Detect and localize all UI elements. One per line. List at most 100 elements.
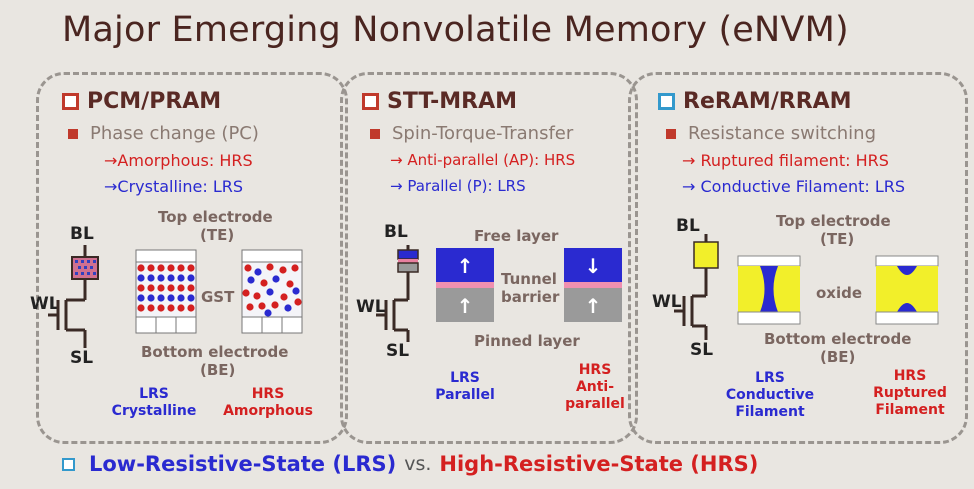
stt-lrs-label: LRS	[450, 370, 480, 386]
bottom-vs: vs.	[404, 453, 432, 475]
amorphous-atom	[244, 264, 252, 272]
stt-subtitle-label: Spin-Torque-Transfer	[392, 123, 574, 144]
crystal-atom	[177, 284, 185, 292]
crystal-atom	[167, 304, 175, 312]
amorphous-atom	[264, 309, 272, 317]
crystal-atom	[167, 294, 175, 302]
reram-lrs-label: LRS	[755, 370, 785, 386]
reram-bottom-abbr: (BE)	[820, 348, 856, 366]
bullet-square-icon	[666, 128, 676, 139]
reram-bottom-electrode: Bottom electrode	[764, 330, 912, 348]
stt-sl: SL	[386, 341, 410, 361]
amorphous-atom	[284, 304, 292, 312]
crystal-atom	[167, 264, 175, 272]
panel-pcm	[36, 72, 348, 444]
crystal-atom	[177, 294, 185, 302]
reram-top-electrode: Top electrode	[776, 212, 891, 230]
reram-line-ruptured: → Ruptured filament: HRS	[682, 151, 889, 170]
crystal-atom	[187, 274, 195, 282]
crystal-atom	[157, 294, 165, 302]
stt-header: STT-MRAM	[362, 89, 517, 114]
crystal-atom	[187, 294, 195, 302]
bottom-lrs: Low-Resistive-State (LRS)	[89, 452, 397, 476]
stt-bl: BL	[384, 222, 408, 242]
crystal-atom	[147, 284, 155, 292]
pcm-bl: BL	[70, 224, 94, 244]
crystal-atom	[187, 264, 195, 272]
slide-title: Major Emerging Nonvolatile Memory (eNVM)	[62, 10, 849, 50]
pcm-line-crystalline: →Crystalline: LRS	[104, 177, 244, 196]
bullet-square-icon	[370, 128, 380, 139]
pcm-wl: WL	[30, 294, 60, 314]
crystal-atom	[187, 284, 195, 292]
checkbox-square-icon	[62, 93, 79, 110]
crystal-atom	[147, 294, 155, 302]
reram-lrs-caption: LRS Conductive Filament	[720, 370, 820, 421]
amorphous-atom	[253, 292, 261, 300]
amorphous-atom	[246, 303, 254, 311]
crystal-atom	[147, 264, 155, 272]
reram-hrs-label: HRS	[893, 368, 927, 384]
amorphous-atom	[247, 276, 255, 284]
crystal-atom	[167, 274, 175, 282]
crystal-atom	[147, 274, 155, 282]
stt-tunnel-1: Tunnel	[501, 270, 557, 288]
reram-lrs-desc-1: Conductive	[725, 387, 815, 403]
svg-text:↑: ↑	[457, 294, 474, 318]
amorphous-atom	[280, 293, 288, 301]
pcm-hrs-label: HRS	[251, 386, 285, 402]
reram-header: ReRAM/RRAM	[658, 89, 852, 114]
bullet-square-icon	[68, 128, 78, 139]
pcm-circuit	[48, 245, 303, 348]
stt-pinned-layer: Pinned layer	[474, 332, 580, 350]
amorphous-atom	[258, 302, 266, 310]
pcm-subtitle: Phase change (PC)	[68, 123, 259, 144]
pcm-subtitle-label: Phase change (PC)	[90, 123, 259, 144]
stt-free-layer: Free layer	[474, 227, 559, 245]
reram-wl: WL	[652, 292, 682, 312]
pcm-lrs-caption: LRS Crystalline	[104, 386, 204, 420]
reram-line-conductive: → Conductive Filament: LRS	[682, 177, 906, 196]
pcm-header-label: PCM/PRAM	[87, 89, 222, 114]
crystal-atom	[157, 284, 165, 292]
pcm-top-electrode: Top electrode	[158, 208, 273, 226]
panel-reram	[628, 72, 968, 444]
amorphous-atom	[271, 301, 279, 309]
amorphous-atom	[260, 279, 268, 287]
crystal-atom	[177, 274, 185, 282]
reram-hrs-desc-2: Filament	[875, 402, 945, 418]
amorphous-atom	[266, 288, 274, 296]
pcm-bottom-abbr: (BE)	[200, 361, 236, 379]
crystal-atom	[187, 304, 195, 312]
reram-oxide-label: oxide	[816, 284, 863, 302]
reram-header-label: ReRAM/RRAM	[683, 89, 852, 114]
reram-sl: SL	[690, 340, 714, 360]
reram-subtitle-label: Resistance switching	[688, 123, 877, 144]
pcm-top-abbr: (TE)	[200, 226, 235, 244]
svg-text:↓: ↓	[585, 254, 602, 278]
crystal-atom	[167, 284, 175, 292]
crystal-atom	[137, 264, 145, 272]
crystal-atom	[137, 304, 145, 312]
crystal-atom	[157, 304, 165, 312]
stt-hrs-desc-1: Anti-	[575, 379, 615, 395]
stt-line-p: → Parallel (P): LRS	[390, 177, 526, 195]
stt-hrs-desc-2: parallel	[565, 396, 625, 412]
stt-line-ap: → Anti-parallel (AP): HRS	[390, 151, 576, 169]
pcm-lrs-desc: Crystalline	[111, 403, 197, 419]
amorphous-atom	[242, 289, 250, 297]
stt-header-label: STT-MRAM	[387, 89, 518, 114]
crystal-atom	[137, 284, 145, 292]
reram-hrs-desc-1: Ruptured	[873, 385, 947, 401]
crystal-atom	[177, 264, 185, 272]
amorphous-atom	[294, 298, 302, 306]
stt-tunnel-2: barrier	[501, 288, 560, 306]
crystal-atom	[147, 304, 155, 312]
pcm-header: PCM/PRAM	[62, 89, 221, 114]
bottom-summary: Low-Resistive-State (LRS) vs. High-Resis…	[62, 452, 758, 476]
reram-lrs-desc-2: Filament	[735, 404, 805, 420]
reram-top-abbr: (TE)	[820, 230, 855, 248]
stt-subtitle: Spin-Torque-Transfer	[370, 123, 573, 144]
pcm-sl: SL	[70, 348, 94, 368]
stt-lrs-caption: LRS Parallel	[415, 370, 515, 404]
